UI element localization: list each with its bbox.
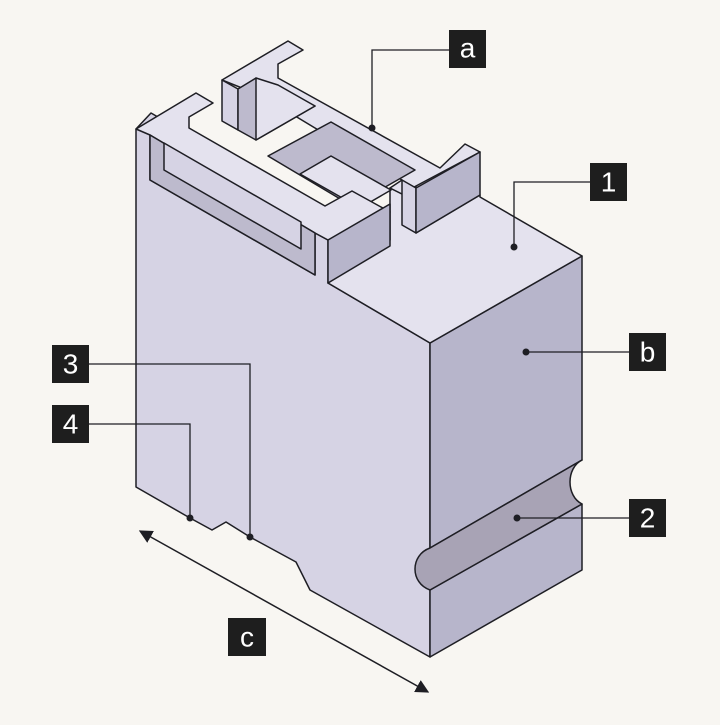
rib-end-block-front [401, 179, 417, 234]
callout-b-box [629, 333, 666, 371]
callout-c-text: c [240, 622, 254, 653]
leader-4 [89, 423, 191, 518]
leader-dot-2 [513, 514, 521, 522]
leader-3 [89, 363, 251, 537]
block-body [135, 40, 583, 658]
callout-3: 3 [52, 345, 89, 383]
upper-frame-front [221, 79, 239, 131]
rib-end-block-side [415, 151, 481, 234]
callout-c: c [228, 618, 266, 656]
callout-4-text: 4 [63, 409, 79, 440]
leader-a [371, 49, 449, 128]
leader-dots [186, 124, 530, 541]
callout-a-box [449, 30, 486, 68]
callout-4: 4 [52, 405, 89, 443]
upper-recess-floor [255, 77, 316, 141]
callout-c-box [228, 618, 266, 656]
leader-lines [89, 49, 629, 537]
callout-b: b [629, 333, 666, 371]
left-slot-floor [163, 142, 302, 250]
mid-block-side [327, 203, 391, 284]
callout-2-text: 2 [640, 503, 656, 534]
callout-1-text: 1 [601, 167, 617, 198]
callout-4-box [52, 405, 89, 443]
dimension-arrow-c [138, 530, 430, 693]
callout-1-box [590, 163, 627, 201]
callout-a-text: a [460, 33, 476, 64]
callout-1: 1 [590, 163, 627, 201]
leader-dot-3 [246, 533, 254, 541]
leader-dot-1 [510, 243, 518, 251]
leader-dot-a [368, 124, 376, 132]
leader-dot-4 [186, 514, 194, 522]
callout-2-box [629, 499, 666, 537]
callout-a: a [449, 30, 486, 68]
leader-dot-b [522, 348, 530, 356]
callout-b-text: b [640, 337, 656, 368]
leader-1 [513, 181, 590, 247]
inner-window-floor [299, 155, 392, 209]
callout-2: 2 [629, 499, 666, 537]
callout-3-box [52, 345, 89, 383]
callout-3-text: 3 [63, 349, 79, 380]
